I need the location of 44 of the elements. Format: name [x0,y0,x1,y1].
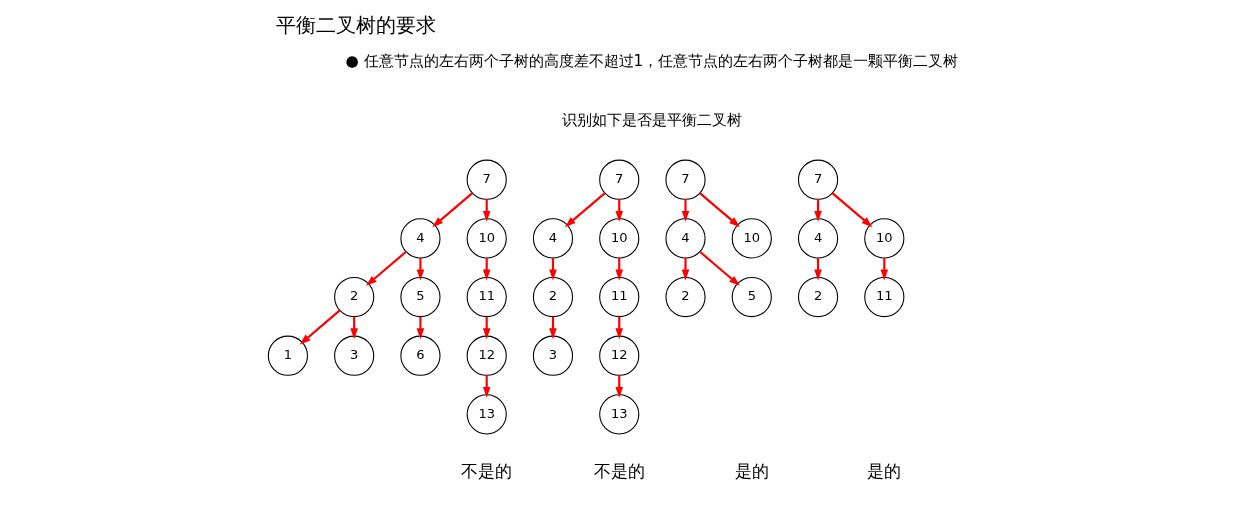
node-circle: 10 [598,218,639,259]
node-circle: 10 [731,218,772,259]
node-circle: 10 [466,218,507,259]
arrow [416,316,424,340]
node-circle: 3 [532,335,573,376]
arrow [681,199,689,222]
node-circle: 5 [731,276,772,318]
node-circle: 11 [863,276,904,318]
node-circle: 11 [598,276,639,318]
node-circle: 7 [664,159,706,200]
node-circle: 2 [333,276,374,318]
arrow [698,250,740,286]
node-circle: 12 [466,335,507,376]
node-circle: 13 [598,394,639,435]
node-circle: 5 [399,276,441,318]
diagram-title: 平衡二叉树的要求 [275,14,436,38]
label: 识别如下是否是平衡二叉树 [561,111,742,130]
node-circle: 4 [532,218,573,259]
node-circle: 12 [598,335,639,376]
node-circle: 2 [664,276,706,318]
arrow [365,250,407,286]
node-circle: 2 [797,276,838,318]
node-circle: 7 [797,159,838,200]
label: 不是的 [593,462,645,482]
node-circle: 4 [664,218,706,259]
node-circle: 6 [399,335,441,376]
node-circle: 13 [466,394,507,435]
node-circle: 7 [466,159,507,200]
arrow [416,257,424,281]
arrow [299,309,340,345]
node-circle: 2 [532,276,573,318]
node-circle: 3 [333,335,374,376]
node-circle: 11 [466,276,507,318]
arrow [831,192,872,228]
arrow [698,192,740,228]
node-circle: 7 [598,159,639,200]
arrow [431,192,473,228]
arrow [564,192,606,228]
label: 是的 [866,462,901,482]
label: 不是的 [460,462,512,482]
node-circle: 4 [797,218,838,259]
label: ● 任意节点的左右两个子树的高度差不超过1，任意节点的左右两个子树都是一颗平衡二叉树 [344,52,958,71]
label: 是的 [734,462,769,482]
arrow [681,257,689,281]
